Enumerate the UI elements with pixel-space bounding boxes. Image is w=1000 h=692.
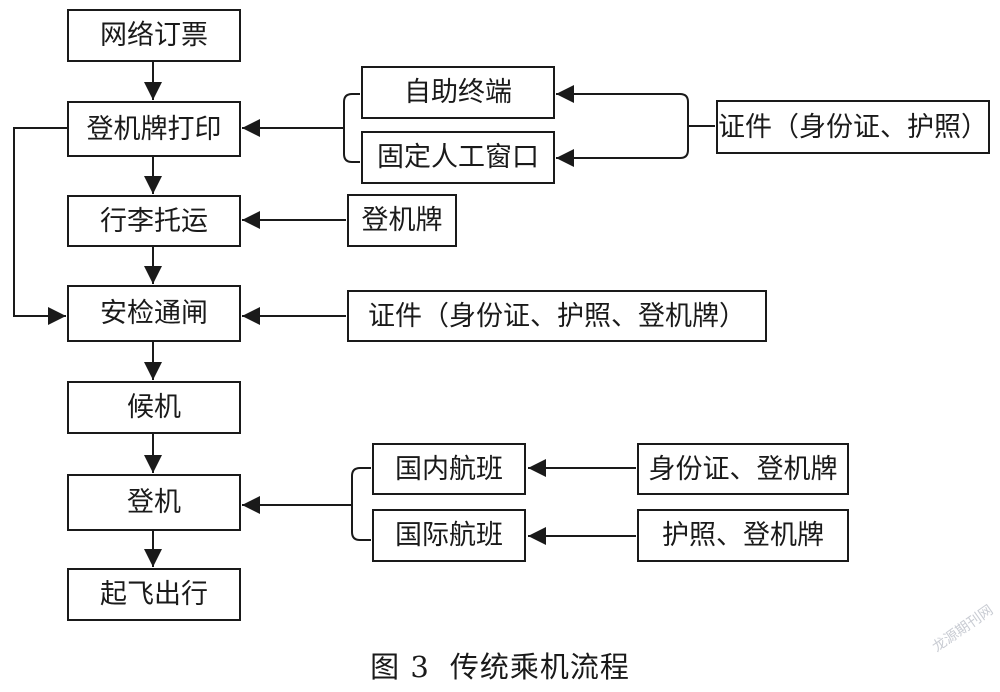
step-boarding: 登机	[67, 474, 241, 531]
channel-manual-counter: 固定人工窗口	[361, 131, 555, 184]
step-departure: 起飞出行	[67, 568, 241, 621]
figure-caption: 图 3 传统乘机流程	[0, 644, 1000, 686]
channel-self-service: 自助终端	[361, 66, 555, 119]
arrow-print-bypass-to-security	[13, 127, 67, 325]
flight-international: 国际航班	[372, 509, 526, 562]
figure-number: 图 3	[370, 650, 430, 684]
flight-domestic: 国内航班	[372, 443, 526, 495]
step-boarding-pass-print: 登机牌打印	[67, 101, 241, 157]
bracket-flight-types	[351, 467, 371, 541]
requirement-international: 护照、登机牌	[637, 509, 849, 562]
requirement-boarding-pass: 登机牌	[347, 194, 457, 247]
requirement-id-passport: 证件（身份证、护照）	[716, 100, 990, 154]
requirement-security-docs: 证件（身份证、护照、登机牌）	[347, 290, 767, 342]
step-baggage-checkin: 行李托运	[67, 195, 241, 247]
step-online-booking: 网络订票	[67, 9, 241, 62]
figure-title: 传统乘机流程	[449, 650, 630, 684]
step-security-gate: 安检通闸	[67, 285, 241, 342]
bracket-document	[671, 93, 689, 159]
requirement-domestic: 身份证、登机牌	[637, 443, 849, 495]
step-waiting: 候机	[67, 381, 241, 434]
bracket-print-channels	[343, 93, 360, 163]
